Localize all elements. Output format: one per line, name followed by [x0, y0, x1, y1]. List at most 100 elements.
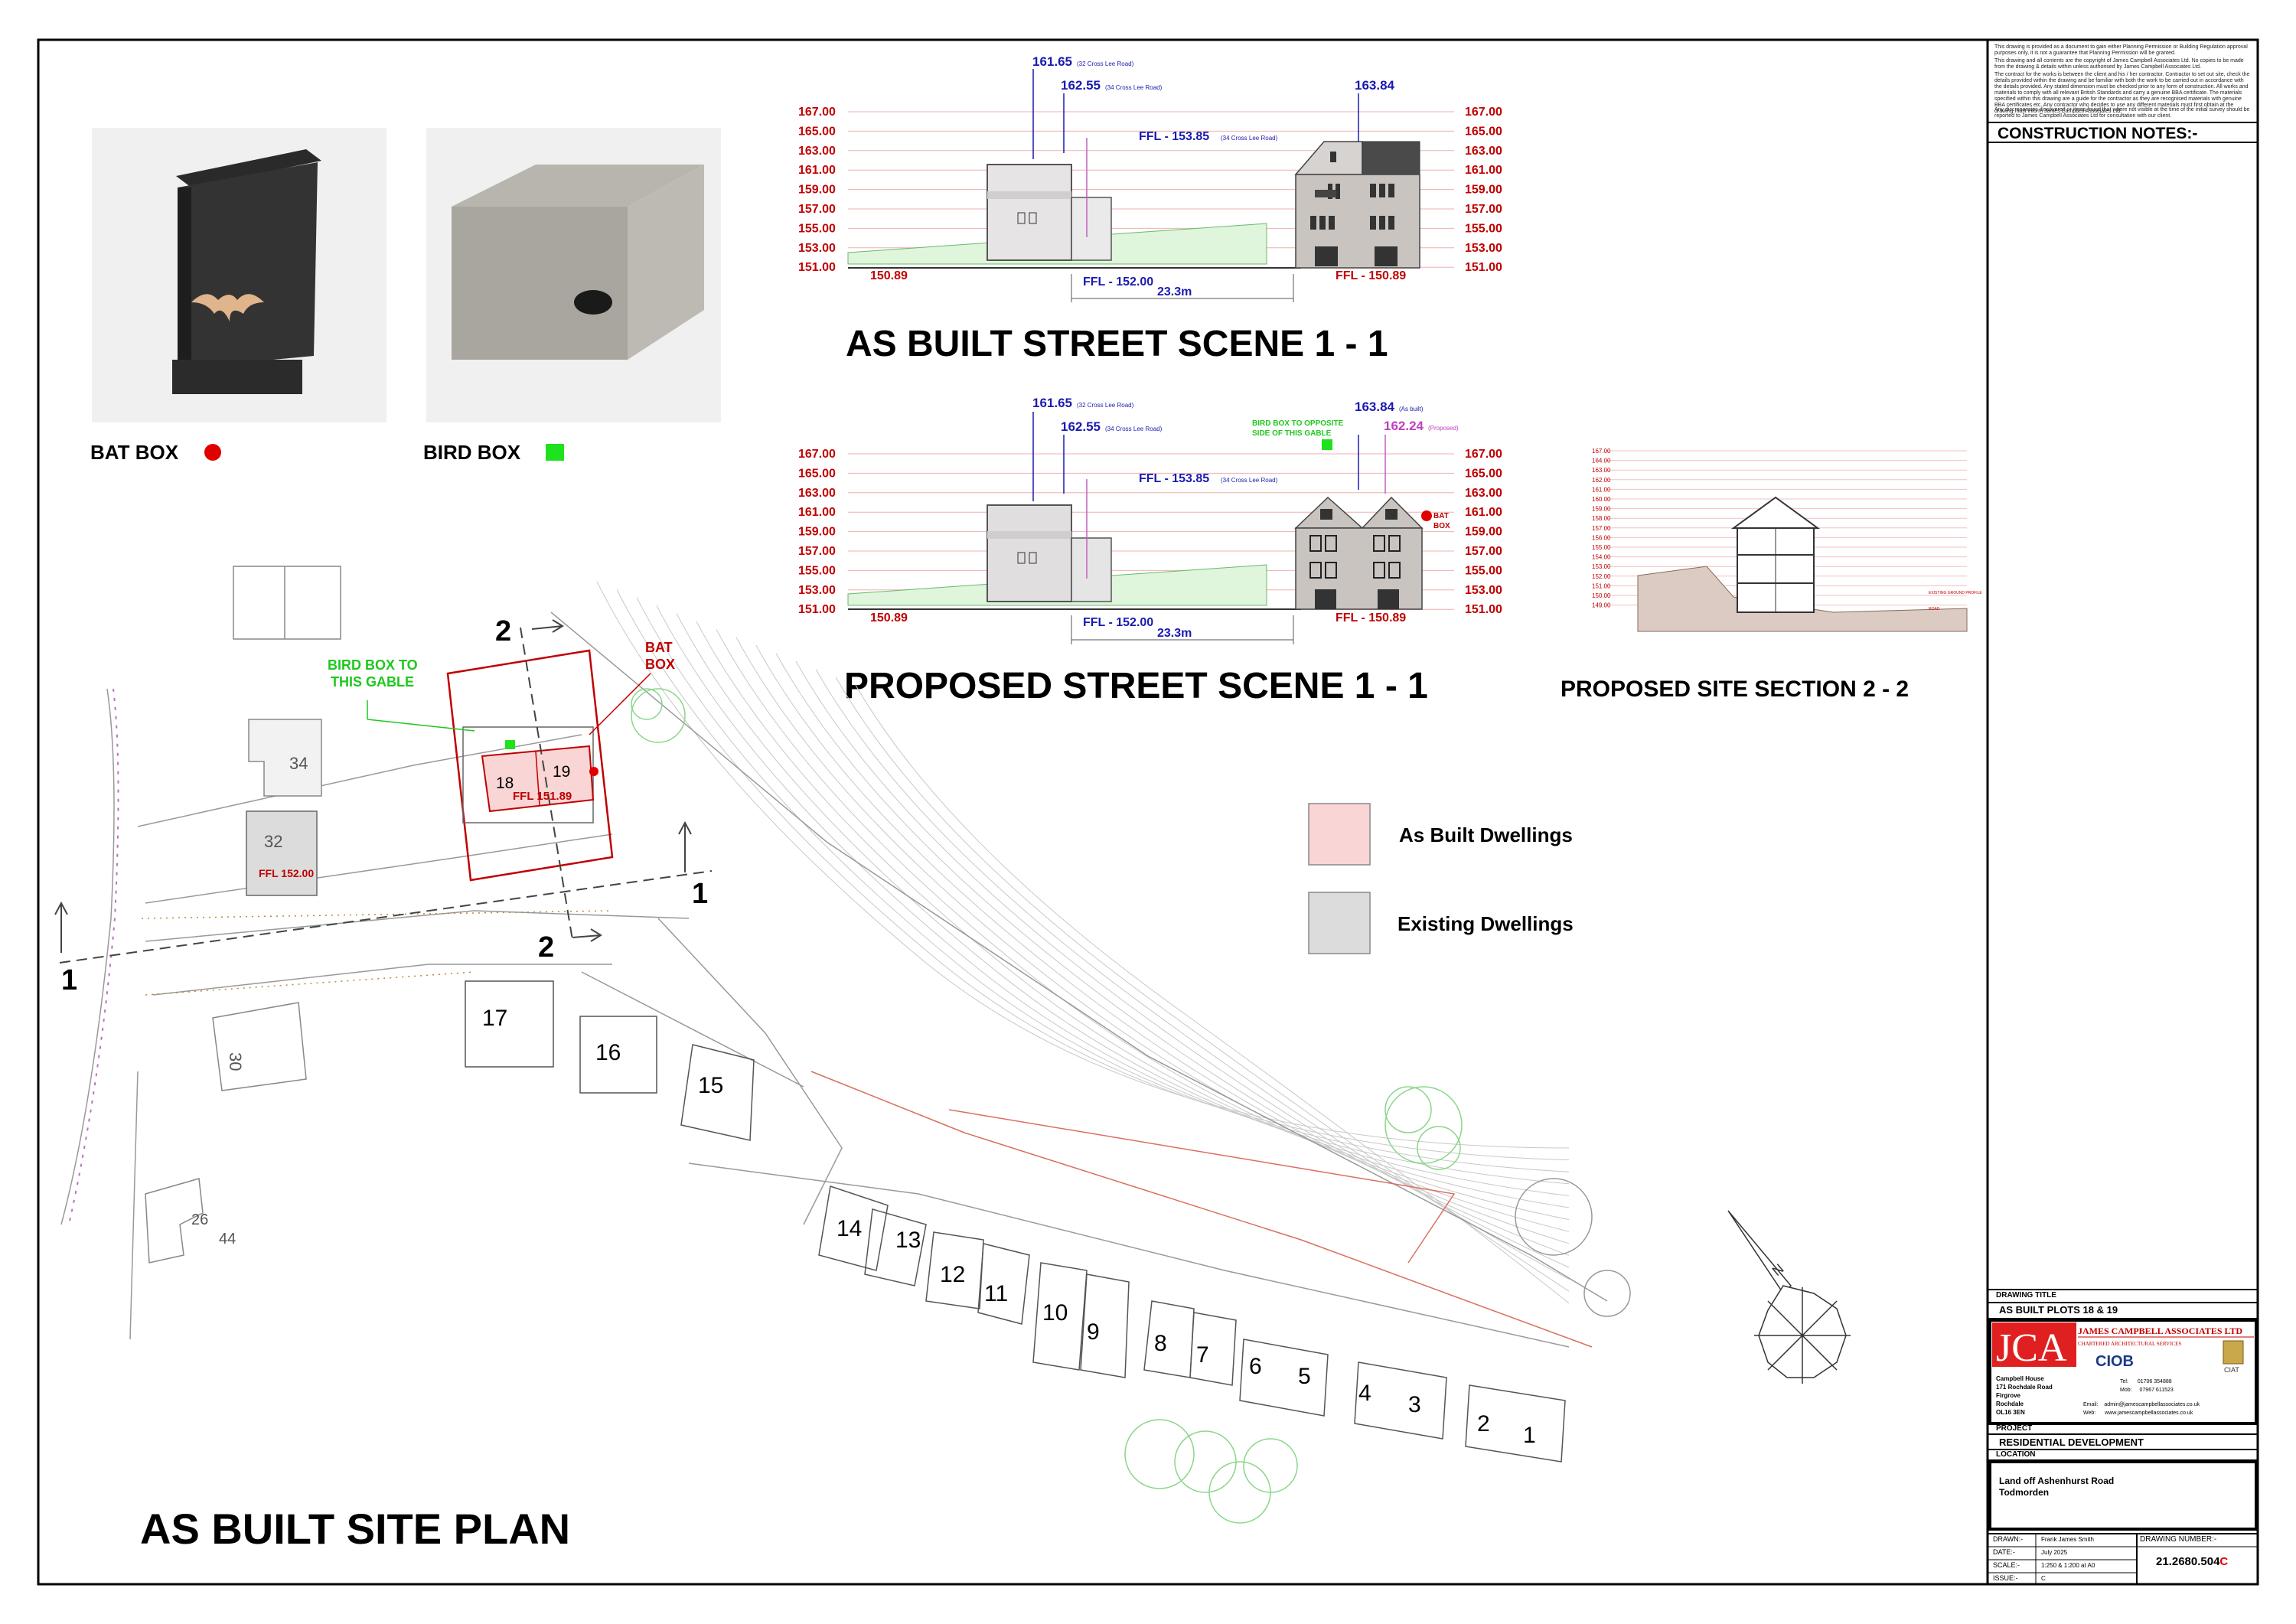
notes-contract: The contract for the works is between th…: [1994, 72, 2250, 114]
scene1-level-label-left: 157.00: [798, 203, 836, 216]
section-marker-2-top: 2: [495, 615, 511, 647]
address-line-4: Rochdale: [1996, 1401, 2024, 1407]
contour-line: [735, 637, 1570, 1232]
scene1-level-label-left: 159.00: [798, 184, 836, 197]
scene1-level-label-right: 159.00: [1465, 184, 1502, 197]
section-level-label: 159.00: [1592, 506, 1611, 513]
mob-label: Mob:: [2120, 1388, 2132, 1393]
proposed-level-left: 150.89: [870, 611, 908, 624]
company-name: JAMES CAMPBELL ASSOCIATES LTD: [2078, 1326, 2242, 1336]
notes-discrepancies: Any discrepancies discovered or items fo…: [1994, 107, 2250, 119]
address-line-5: OL16 3EN: [1996, 1409, 2025, 1416]
as-built-dwellings-swatch: [1308, 803, 1371, 866]
section-level-label: 160.00: [1592, 496, 1611, 503]
contour-line: [775, 653, 1570, 1256]
as-built-dim-162: 162.55: [1061, 78, 1101, 93]
contour-line: [716, 629, 1570, 1221]
section-level-label: 164.00: [1592, 458, 1611, 465]
drawn-value: Frank James Smith: [2041, 1536, 2094, 1543]
contour-line: [596, 581, 1570, 1149]
proposed-dim-163: 163.84: [1355, 399, 1395, 414]
issue-label: ISSUE:-: [1993, 1574, 2018, 1582]
drawing-number-label: DRAWING NUMBER:-: [2140, 1535, 2217, 1544]
contour-line: [815, 669, 1570, 1280]
scene2-level-label-right: 153.00: [1465, 584, 1502, 597]
contour-line: [676, 613, 1570, 1196]
bird-box-label: BIRD BOX: [423, 441, 521, 464]
plot-number: 19: [553, 763, 570, 781]
as-built-dwellings-label: As Built Dwellings: [1399, 823, 1573, 846]
project-label: PROJECT: [1996, 1424, 2033, 1433]
scene2-level-label-left: 163.00: [798, 487, 836, 500]
site-bat-note-1: BAT: [645, 640, 673, 655]
section-level-label: 156.00: [1592, 534, 1611, 541]
plot-number: 8: [1154, 1331, 1167, 1356]
ciat-logo: CIAT: [2224, 1366, 2239, 1374]
section-level-label: 150.00: [1592, 592, 1611, 599]
scene1-level-label-right: 163.00: [1465, 145, 1502, 158]
location-line-1: Land off Ashenhurst Road: [1999, 1476, 2115, 1486]
site-ffl-151: FFL 151.89: [513, 790, 572, 803]
drawing-number-revision: C: [2219, 1555, 2229, 1568]
scene1-level-label-right: 167.00: [1465, 106, 1502, 119]
section-level-label: 149.00: [1592, 602, 1611, 609]
notes-copyright: This drawing and all contents are the co…: [1994, 58, 2244, 70]
proposed-bird-note-1: BIRD BOX TO OPPOSITE: [1252, 419, 1344, 428]
contour-line: [835, 677, 1570, 1292]
drawing-number: 21.2680.504C: [2156, 1555, 2228, 1568]
proposed-bat-box-marker: [1421, 510, 1432, 521]
notes-planning: This drawing is provided as a document t…: [1994, 44, 2248, 56]
site-plan: [54, 566, 1631, 1524]
section-level-label: 151.00: [1592, 582, 1611, 589]
plot-number: 1: [1523, 1423, 1536, 1448]
address-line-1: Campbell House: [1996, 1375, 2044, 1382]
scene2-level-label-left: 157.00: [798, 545, 836, 558]
plot-number: 4: [1358, 1381, 1371, 1406]
web-value[interactable]: www.jamescampbellassociates.co.uk: [2105, 1410, 2193, 1416]
location-label: LOCATION: [1996, 1450, 2036, 1459]
email-value[interactable]: admin@jamescampbellassociates.co.uk: [2104, 1402, 2200, 1407]
ciob-logo: CIOB: [2095, 1353, 2134, 1370]
bird-box-marker: [546, 444, 564, 461]
plot-number: 12: [940, 1262, 965, 1287]
scene2-level-label-left: 153.00: [798, 584, 836, 597]
address-line-3: Firgrove: [1996, 1392, 2021, 1399]
scene2-level-label-left: 165.00: [798, 467, 836, 480]
section-level-label: 161.00: [1592, 486, 1611, 493]
as-built-ffl-152: FFL - 152.00: [1083, 276, 1153, 289]
as-built-street-scene-title: AS BUILT STREET SCENE 1 - 1: [846, 324, 1388, 364]
as-built-ffl-153: FFL - 153.85: [1139, 130, 1209, 143]
proposed-street-scene-title: PROPOSED STREET SCENE 1 - 1: [844, 666, 1428, 706]
jca-logo-icon: [1992, 1322, 2076, 1367]
bat-icon: [191, 294, 264, 321]
scene1-level-label-right: 165.00: [1465, 125, 1502, 138]
company-online: Email: admin@jamescampbellassociates.co.…: [2083, 1401, 2200, 1417]
sheet-border: [37, 38, 2259, 1586]
plot-number: 2: [1477, 1411, 1490, 1436]
proposed-dim-162p-note: (Proposed): [1428, 425, 1459, 432]
section-marker-1-right: 1: [692, 878, 708, 910]
plot-number: 17: [482, 1006, 507, 1031]
as-built-plots-18-19-elevation: [1294, 141, 1420, 269]
plot-number: 14: [837, 1216, 862, 1241]
plot-number: 5: [1298, 1364, 1311, 1389]
proposed-bird-box-marker: [1322, 439, 1332, 450]
tel-label: Tel:: [2120, 1379, 2128, 1384]
proposed-dim-161-note: (32 Cross Lee Road): [1077, 402, 1134, 409]
plot-number: 6: [1249, 1354, 1262, 1379]
scene2-level-label-right: 167.00: [1465, 448, 1502, 461]
scene1-level-label-left: 151.00: [798, 261, 836, 274]
section-level-label: 163.00: [1592, 467, 1611, 474]
as-built-dim-163: 163.84: [1355, 78, 1395, 93]
scene2-level-label-left: 151.00: [798, 603, 836, 616]
issue-value: C: [2041, 1575, 2046, 1582]
bat-box-label: BAT BOX: [90, 441, 179, 464]
contour-line: [696, 621, 1570, 1208]
scene1-level-label-left: 165.00: [798, 125, 836, 138]
scene2-level-label-right: 157.00: [1465, 545, 1502, 558]
company-sub: CHARTERED ARCHITECTURAL SERVICES: [2078, 1341, 2181, 1347]
section-ground-note: EXISTING GROUND PROFILE: [1929, 591, 1982, 595]
bird-box-image: [426, 128, 721, 422]
proposed-site-section: 167.00164.00163.00162.00161.00160.00159.…: [1592, 448, 1982, 632]
as-built-site-plan-title: AS BUILT SITE PLAN: [140, 1505, 570, 1553]
